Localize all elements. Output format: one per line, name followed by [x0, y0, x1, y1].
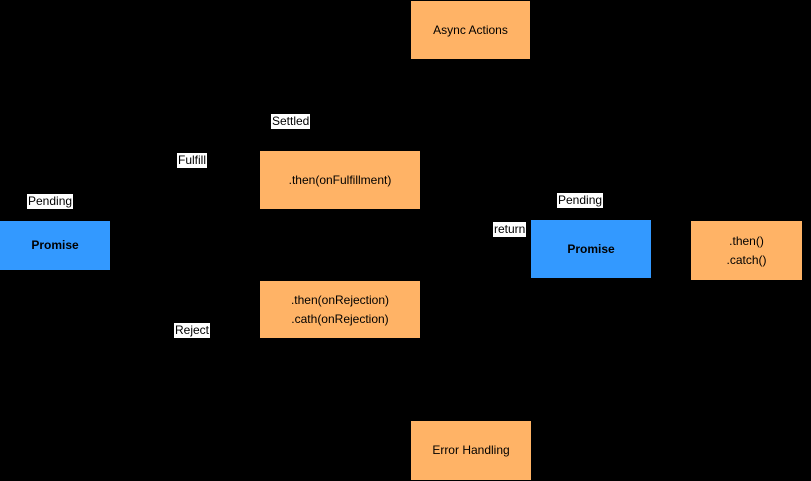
node-error-handling: Error Handling [411, 421, 531, 480]
edge-label-return: return [493, 222, 527, 237]
node-then-catch-line2: .catch() [726, 252, 767, 267]
node-then-catch: .then() .catch() [691, 221, 802, 280]
node-async-actions-label: Async Actions [433, 22, 508, 37]
edge-label-fulfill: Fulfill [177, 153, 208, 168]
node-error-handling-label: Error Handling [432, 443, 510, 457]
node-then-catch-line1: .then() [729, 233, 764, 248]
edge-label-pending-left: Pending [27, 194, 74, 209]
node-then-onfulfillment: .then(onFulfillment) [260, 151, 420, 209]
node-then-onrejection-line1: .then(onRejection) [290, 292, 390, 307]
node-then-onrejection-line2: .cath(onRejection) [291, 311, 389, 326]
node-promise-left: Promise [0, 221, 110, 270]
node-promise-left-label: Promise [31, 238, 79, 252]
node-promise-right-label: Promise [567, 241, 615, 256]
edge-label-pending-right: Pending [557, 193, 604, 208]
node-then-onrejection: .then(onRejection) .cath(onRejection) [260, 281, 420, 338]
node-async-actions: Async Actions [411, 1, 530, 59]
edge-label-reject: Reject [174, 323, 211, 338]
edge-label-settled: Settled [271, 114, 311, 129]
node-promise-right: Promise [531, 220, 651, 278]
node-then-onfulfillment-label: .then(onFulfillment) [288, 172, 392, 187]
